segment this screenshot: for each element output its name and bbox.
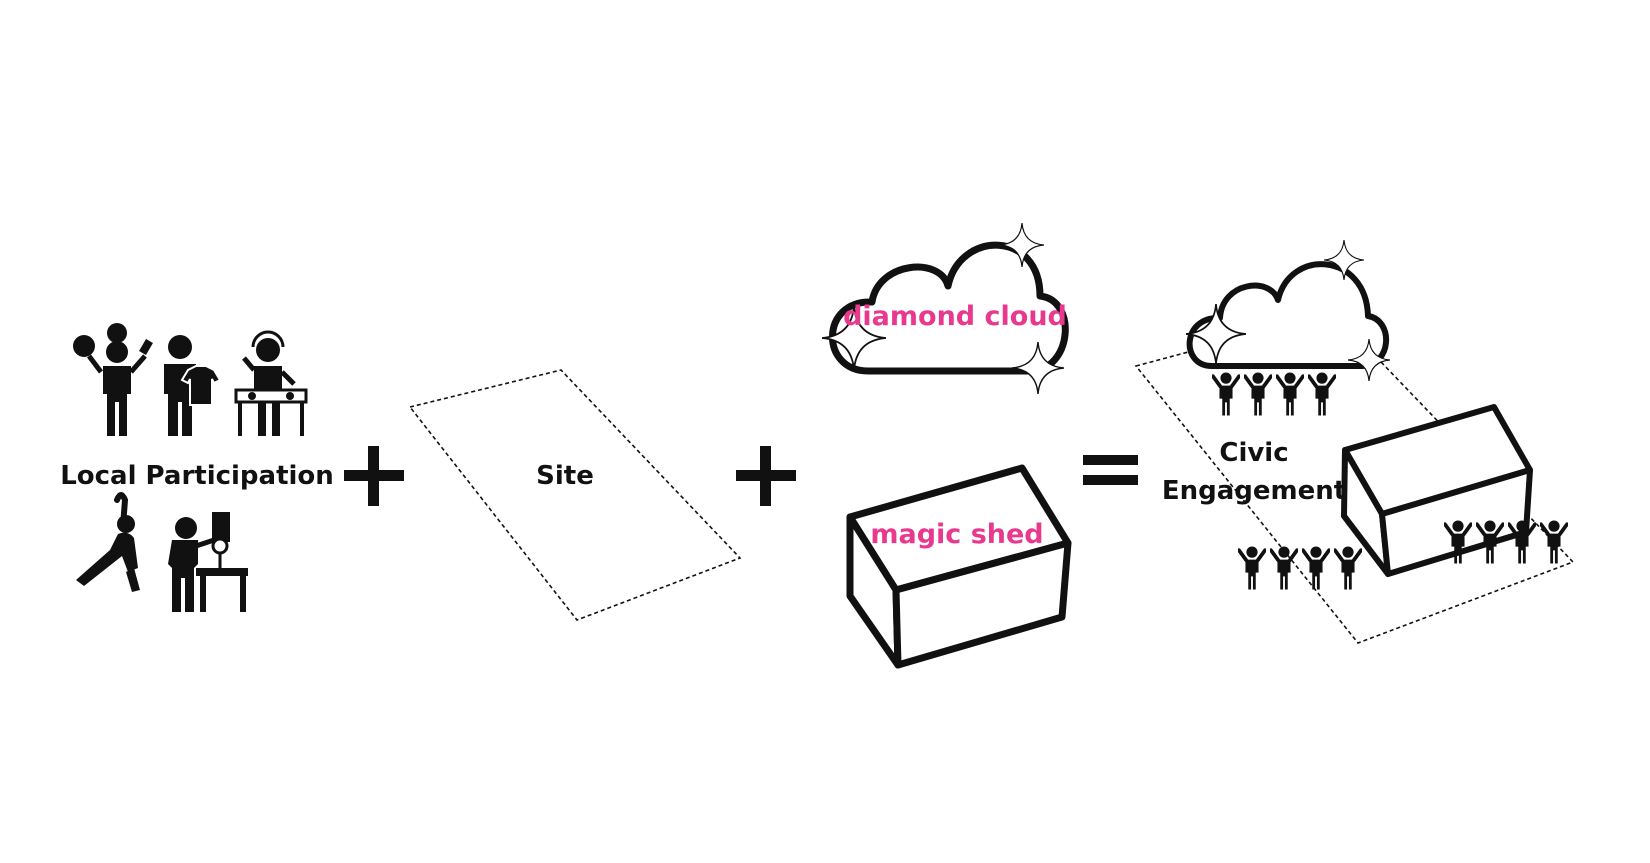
site-label: Site xyxy=(536,461,594,491)
diamond-cloud-label: diamond cloud xyxy=(843,301,1067,332)
crowd-icon xyxy=(1212,370,1336,418)
site-outline xyxy=(408,369,742,621)
plus-operator-2 xyxy=(736,446,796,506)
dj-icon xyxy=(234,330,308,436)
maker-drill-press-icon xyxy=(168,512,248,612)
civic-label-line1: Civic xyxy=(1219,438,1288,468)
civic-engagement-composite: Civic Engagement xyxy=(1134,239,1575,644)
diamond-cloud-icon xyxy=(822,221,1069,395)
local-participation-label: Local Participation xyxy=(60,461,334,491)
plus-operator-1 xyxy=(344,446,404,506)
yoga-icon xyxy=(76,492,140,592)
magic-shed-icon xyxy=(846,464,1072,669)
civic-label-line2: Engagement xyxy=(1162,476,1346,506)
cloud-icon-small xyxy=(1186,261,1390,369)
equals-operator xyxy=(1083,455,1138,485)
crowd-icon xyxy=(1238,544,1362,592)
chef-icon xyxy=(73,323,153,436)
clothing-vendor-icon xyxy=(164,335,222,436)
magic-shed-label: magic shed xyxy=(870,519,1043,550)
shed-icon-small xyxy=(1341,404,1533,577)
